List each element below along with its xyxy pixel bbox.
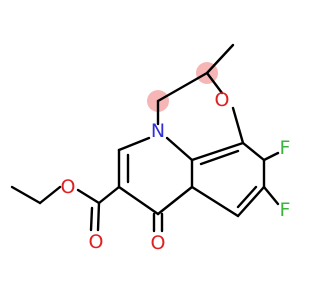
bond-c7-c4a	[156, 185, 194, 216]
bond-c3-o	[205, 71, 224, 95]
fluorine-upper-label: F	[280, 137, 291, 159]
bond-group	[10, 43, 280, 233]
bond-c8-c10	[236, 185, 266, 218]
ring-oxygen-label: O	[215, 89, 230, 111]
nitrogen-label: N	[151, 120, 165, 142]
bond-c9a-c9-inner	[199, 149, 240, 166]
bond-c9-c9b	[241, 141, 266, 162]
ester-oxygen-label: O	[61, 176, 76, 198]
bond-c6-c7	[117, 185, 160, 216]
bond-c9-f	[262, 151, 280, 162]
bond-o-c9	[231, 106, 245, 145]
bond-carboxyl-c	[96, 201, 101, 232]
fluorine-lower-label: F	[280, 199, 291, 221]
bond-c9a-c9	[190, 141, 245, 162]
ketone-oxygen-label: O	[151, 232, 166, 254]
bond-c8-c10-inner	[236, 185, 258, 209]
bond-c10-f	[262, 185, 280, 206]
bond-ethyl	[10, 185, 42, 205]
molecule-structure: N O F F O O O	[10, 43, 291, 254]
bond-carboxyl-c-double	[89, 206, 94, 232]
bond-o-ethyl	[38, 185, 62, 205]
carboxyl-oxygen-label: O	[89, 231, 104, 253]
bond-c3-c2	[156, 71, 209, 103]
bond-c4a-c8	[190, 185, 240, 218]
bond-n-c5	[117, 136, 151, 152]
bond-carboxyl-o	[76, 188, 101, 205]
bond-n-c9a	[165, 136, 194, 162]
bond-methyl	[205, 43, 235, 75]
bond-c6-carboxyl	[97, 185, 121, 205]
